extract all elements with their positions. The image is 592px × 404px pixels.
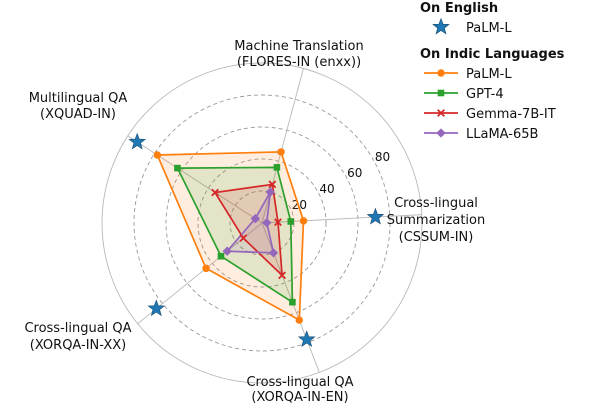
series-lines	[156, 151, 305, 322]
series-3-point-1	[274, 218, 282, 227]
grid-circle-80	[133, 94, 391, 352]
series-line-1	[156, 151, 305, 322]
legend-marker-0	[432, 17, 450, 35]
radar-grid: 20 40 60 80	[101, 62, 423, 384]
axis-label-multilingual-qa-sub: (XQUAD-IN)	[40, 107, 116, 122]
series-3-point-3	[239, 234, 248, 243]
series-0-point-1	[366, 207, 385, 225]
series-fill-2	[177, 167, 293, 303]
series-1-point-3	[202, 264, 210, 273]
legend-label-1: PaLM-L	[466, 67, 512, 82]
series-line-4	[225, 191, 275, 254]
legend-group-title-1: On Indic Languages	[420, 47, 565, 62]
legend-label-4: LLaMA-65B	[466, 127, 538, 142]
series-line-2	[176, 166, 294, 304]
series-2-point-1	[287, 218, 295, 225]
legend-label-0: PaLM-L	[466, 21, 512, 36]
series-4-point-2	[268, 248, 279, 258]
radar-series	[128, 132, 385, 348]
series-4-point-4	[250, 213, 260, 224]
series-3-point-2	[278, 271, 287, 280]
series-3-point-4	[211, 188, 219, 197]
axis-label-xorqa-xx-sub: (XORQA-IN-XX)	[30, 338, 126, 353]
legend-group-title-0: On English	[420, 1, 498, 16]
series-2-point-4	[174, 164, 181, 172]
series-fill-1	[157, 151, 304, 321]
legend-marker-2	[437, 89, 445, 97]
series-0-point-4	[128, 132, 147, 150]
series-1-point-0	[277, 148, 285, 156]
series-3-point-0	[268, 180, 277, 189]
radial-tick-20: 20	[292, 198, 307, 212]
series-2-point-3	[217, 252, 225, 260]
axis-label-multilingual-qa: Multilingual QA	[29, 91, 128, 106]
series-4-point-1	[262, 218, 272, 228]
legend-marker-3	[437, 109, 445, 117]
grid-outer-circle	[101, 62, 423, 384]
axis-label-cross-lingual-summ-2: Summarization	[387, 213, 485, 228]
axis-label-cross-lingual-summ-3: (CSSUM-IN)	[399, 230, 474, 245]
radial-tick-80: 80	[375, 150, 390, 164]
radar-axis-labels: Machine Translation (FLORES-IN (enxx)) C…	[24, 39, 485, 404]
radial-tick-60: 60	[347, 166, 362, 180]
axis-label-machine-translation-sub: (FLORES-IN (enxx))	[237, 55, 361, 70]
series-0-point-3	[147, 299, 166, 317]
grid-spoke-4	[127, 135, 263, 224]
axis-label-cross-lingual-summ: Cross-lingual	[394, 196, 478, 211]
series-markers	[128, 132, 385, 348]
axis-label-machine-translation: Machine Translation	[234, 39, 363, 54]
axis-label-xorqa-en: Cross-lingual QA	[246, 375, 353, 390]
legend-label-3: Gemma-7B-IT	[466, 107, 556, 122]
series-4-point-0	[265, 187, 275, 197]
axis-label-xorqa-xx: Cross-lingual QA	[24, 321, 131, 336]
series-0-point-2	[297, 330, 316, 348]
series-line-3	[213, 183, 284, 278]
series-1-point-1	[299, 217, 308, 225]
legend-label-2: GPT-4	[466, 87, 504, 102]
grid-circle-60	[165, 126, 359, 320]
series-2-point-2	[289, 298, 296, 306]
series-4-point-3	[222, 246, 232, 256]
series-1-point-2	[295, 316, 303, 324]
series-2-point-0	[273, 164, 281, 171]
grid-circle-40	[197, 158, 327, 288]
series-1-point-4	[153, 151, 162, 159]
legend-marker-4	[436, 128, 446, 138]
radial-tick-40: 40	[319, 182, 334, 196]
axis-label-xorqa-en-sub: (XORQA-IN-EN)	[251, 390, 348, 404]
legend-marker-1	[437, 69, 445, 77]
